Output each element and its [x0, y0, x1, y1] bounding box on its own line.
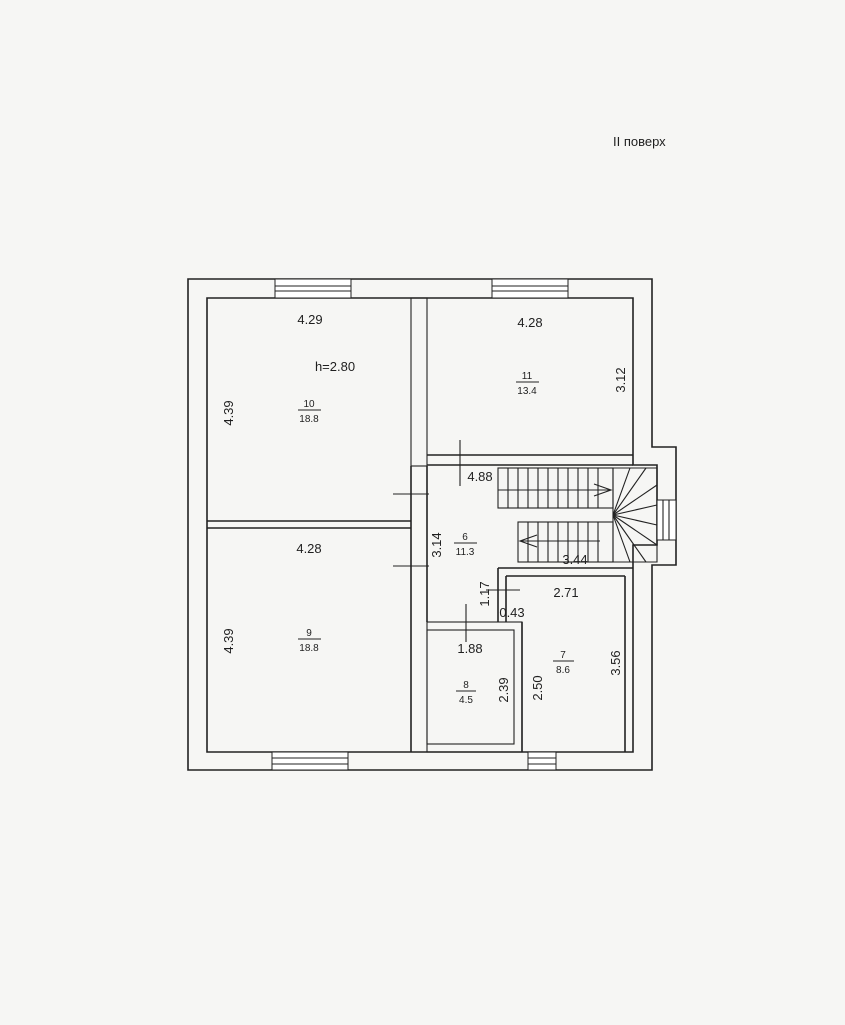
room-10-number: 10 [303, 399, 315, 410]
outer-walls [187, 278, 677, 771]
room-11-number: 11 [522, 371, 533, 382]
window-bottom-left [271, 751, 349, 771]
room-9-number: 9 [306, 628, 312, 639]
room-7-number: 7 [560, 650, 566, 661]
room-11-label: 11 13.4 [516, 371, 539, 397]
room-7-area: 8.6 [556, 665, 570, 676]
room-11-depth: 3.12 [613, 367, 628, 392]
room-7-inner-depth: 2.50 [530, 675, 545, 700]
window-top-left [274, 278, 352, 299]
ceiling-height: h=2.80 [315, 359, 355, 374]
floor-title: II поверх [613, 134, 666, 149]
room-10-depth: 4.39 [221, 400, 236, 425]
window-bottom-right [527, 751, 557, 771]
room-8-label: 8 4.5 [456, 680, 476, 706]
room-10-area: 18.8 [299, 414, 319, 425]
interior-walls [207, 297, 633, 753]
room-7-label: 7 8.6 [553, 650, 574, 676]
room-10-label: 10 18.8 [298, 399, 321, 425]
room-6-number: 6 [462, 532, 468, 543]
room-6-width: 4.88 [467, 469, 492, 484]
room-7-depth: 3.56 [608, 650, 623, 675]
room-11-width: 4.28 [517, 315, 542, 330]
room-6-area: 11.3 [456, 547, 475, 558]
passage-width: 0.43 [499, 605, 524, 620]
room-9-depth: 4.39 [221, 628, 236, 653]
room-7-width: 2.71 [553, 585, 578, 600]
staircase [497, 467, 658, 563]
window-east [656, 499, 677, 541]
room-8-width: 1.88 [457, 641, 482, 656]
room-8-depth: 2.39 [496, 677, 511, 702]
room-9-label: 9 18.8 [298, 628, 321, 654]
stair-length: 3.44 [562, 552, 587, 567]
room-6-label: 6 11.3 [454, 532, 477, 558]
room-9-area: 18.8 [299, 643, 319, 654]
room-8-area: 4.5 [459, 695, 473, 706]
room-8-number: 8 [463, 680, 469, 691]
window-top-right [491, 278, 569, 299]
passage-length: 1.17 [477, 581, 492, 606]
room-10-width: 4.29 [297, 312, 322, 327]
room-11-area: 13.4 [517, 386, 537, 397]
room-9-width: 4.28 [296, 541, 321, 556]
room-6-depth: 3.14 [429, 532, 444, 557]
